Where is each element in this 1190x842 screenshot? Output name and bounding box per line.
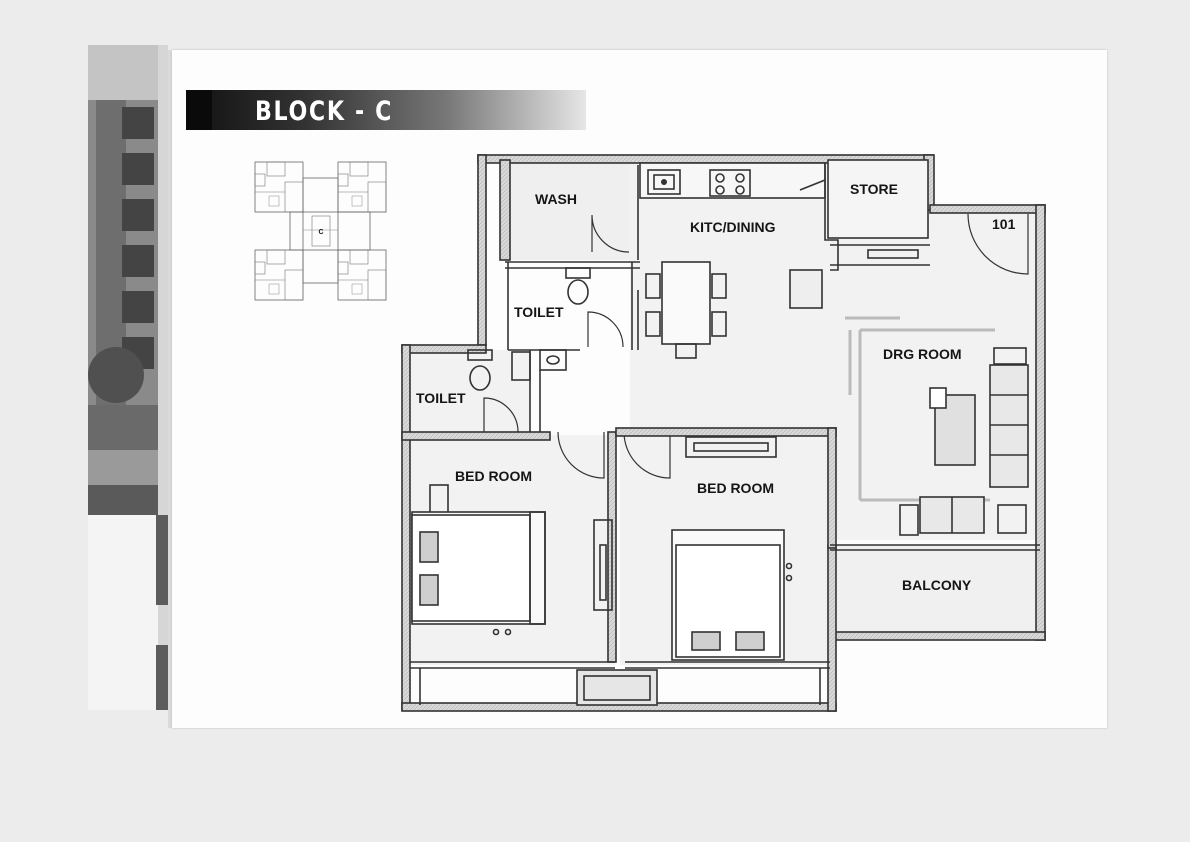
title-band [186, 90, 586, 130]
floor-plan: WASH KITC/DINING STORE 101 TOILET TOILET… [401, 154, 1046, 712]
unit-number: 101 [992, 216, 1016, 232]
room-label-store: STORE [850, 181, 898, 197]
room-label-kitchen-dining: KITC/DINING [690, 219, 776, 235]
key-plan-label: C [318, 229, 323, 236]
room-label-wash: WASH [535, 191, 577, 207]
key-plan: C [254, 161, 387, 301]
room-label-balcony: BALCONY [902, 577, 972, 593]
room-label-toilet-1: TOILET [514, 304, 564, 320]
room-label-toilet-2: TOILET [416, 390, 466, 406]
building-photo [88, 45, 168, 710]
room-label-bed-room-2: BED ROOM [697, 480, 774, 496]
room-label-drawing-room: DRG ROOM [883, 346, 962, 362]
block-title: BLOCK - C [255, 96, 394, 127]
room-label-bed-room-1: BED ROOM [455, 468, 532, 484]
